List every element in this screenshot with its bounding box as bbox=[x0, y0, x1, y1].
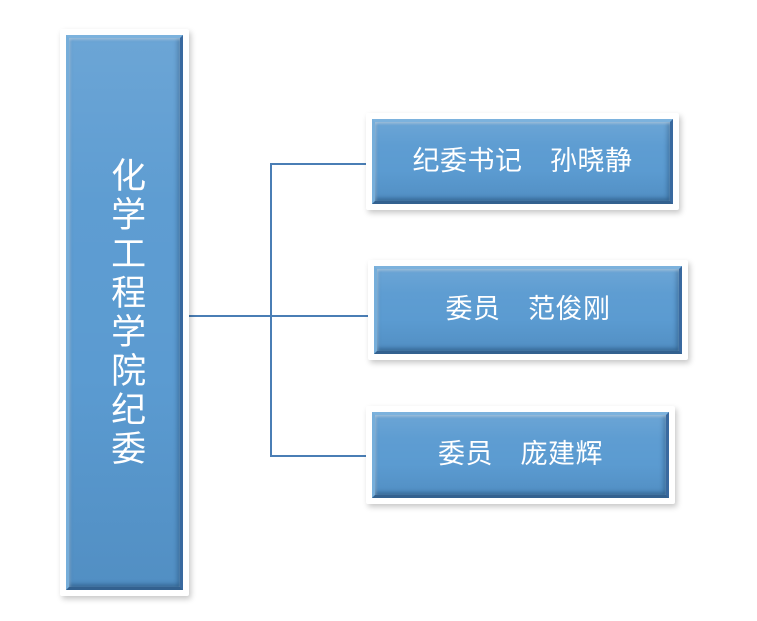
org-node-child-2-label: 委员 范俊刚 bbox=[445, 294, 611, 326]
connector-vertical-trunk bbox=[270, 163, 272, 457]
org-node-root-label: 化学工程学院纪委 bbox=[105, 156, 146, 469]
org-node-child-2[interactable]: 委员 范俊刚 bbox=[368, 260, 688, 360]
connector-branch-1 bbox=[270, 163, 368, 165]
org-node-child-1[interactable]: 纪委书记 孙晓静 bbox=[366, 113, 679, 210]
org-node-child-3[interactable]: 委员 庞建辉 bbox=[366, 406, 675, 504]
org-node-root[interactable]: 化学工程学院纪委 bbox=[60, 29, 189, 596]
org-node-child-3-label: 委员 庞建辉 bbox=[438, 439, 603, 471]
org-node-child-1-body: 纪委书记 孙晓静 bbox=[372, 119, 673, 204]
org-node-child-1-label: 纪委书记 孙晓静 bbox=[412, 145, 633, 177]
org-node-root-body: 化学工程学院纪委 bbox=[66, 35, 183, 590]
connector-root-stem bbox=[177, 315, 272, 317]
connector-branch-3 bbox=[270, 455, 368, 457]
org-node-child-2-body: 委员 范俊刚 bbox=[374, 266, 682, 354]
connector-branch-2 bbox=[270, 315, 370, 317]
org-node-child-3-body: 委员 庞建辉 bbox=[372, 412, 669, 498]
